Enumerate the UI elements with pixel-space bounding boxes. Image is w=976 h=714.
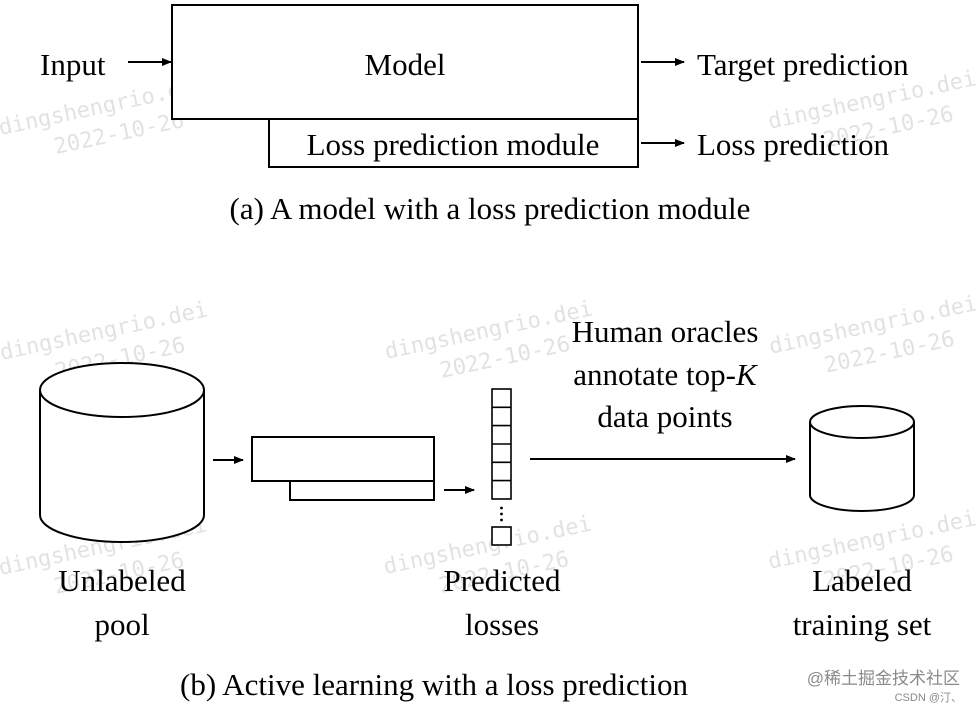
loss-module-label: Loss prediction module [307,127,600,162]
panel-b: Unlabeled pool Predicted losses Human or… [39,314,932,702]
oracle-text-line1: Human oracles [572,314,759,349]
predicted-losses-label-line2: losses [465,607,539,642]
labeled-set-label-line1: Labeled [812,563,912,598]
ellipsis-dots [500,506,503,522]
unlabeled-pool-label-line1: Unlabeled [58,563,186,598]
panel-a: Input Model Loss prediction module Targe… [40,4,909,226]
caption-b: (b) Active learning with a loss predicti… [180,667,688,702]
caption-a: (a) A model with a loss prediction modul… [230,191,751,226]
oracle-text-line2-prefix: annotate top- [573,357,736,392]
author-credit: CSDN @汀、 [895,691,962,704]
model-label: Model [365,47,446,82]
oracle-text-line3: data points [597,399,732,434]
target-output-label: Target prediction [697,47,909,82]
loss-output-label: Loss prediction [697,127,889,162]
site-credit: @稀土掘金技术社区 [807,669,960,688]
model-box [171,4,639,120]
oracle-text-k: K [735,357,759,392]
predicted-losses-vector [491,388,512,546]
loss-module-box [268,118,639,168]
predicted-losses-label-line1: Predicted [443,563,561,598]
labeled-set-label-line2: training set [793,607,932,642]
labeled-set-cylinder [809,405,915,512]
unlabeled-pool-label-line2: pool [94,607,149,642]
unlabeled-pool-cylinder [39,362,205,543]
mini-model-icon [251,436,435,501]
oracle-text-line2: annotate top-K [573,357,759,392]
input-label: Input [40,47,106,82]
